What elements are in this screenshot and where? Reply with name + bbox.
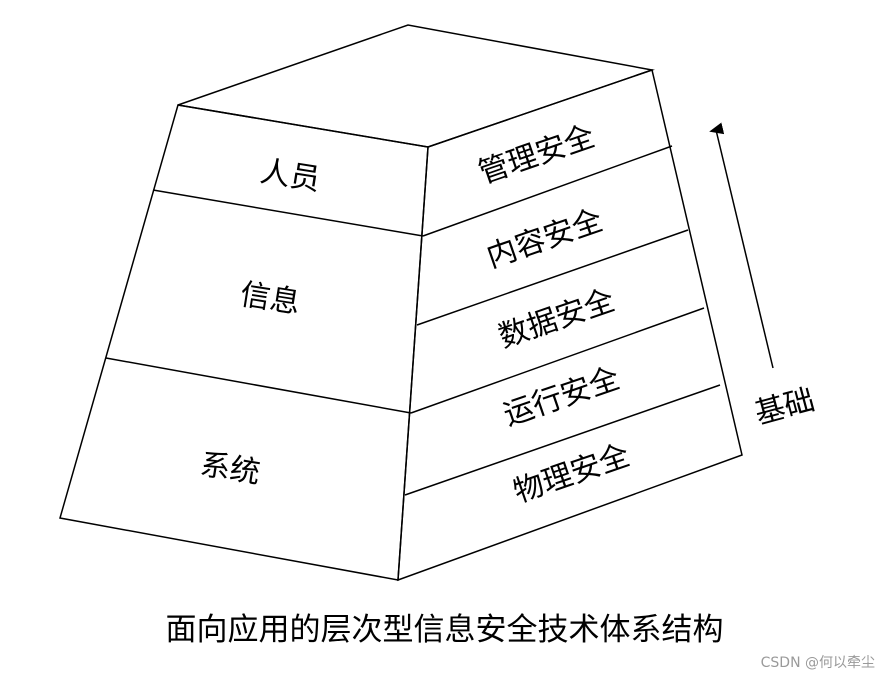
left-divider-2 bbox=[105, 357, 412, 414]
layer-label-information: 信息 bbox=[238, 277, 303, 321]
layer-label-physical-security: 物理安全 bbox=[509, 438, 634, 510]
figure-caption: 面向应用的层次型信息安全技术体系结构 bbox=[165, 612, 724, 648]
left-face-labels: 人员 信息 系统 bbox=[198, 154, 323, 491]
right-face-dividers bbox=[404, 145, 721, 496]
arrow-label-foundation: 基础 bbox=[751, 382, 818, 431]
right-divider-3 bbox=[410, 307, 705, 414]
left-face bbox=[59, 104, 429, 581]
right-divider-2 bbox=[416, 229, 689, 326]
layer-label-system: 系统 bbox=[198, 447, 263, 491]
layer-label-data-security: 数据安全 bbox=[494, 283, 619, 355]
layer-label-operation-security: 运行安全 bbox=[499, 361, 624, 433]
left-face-dividers bbox=[105, 189, 424, 414]
right-divider-1 bbox=[422, 145, 673, 237]
right-face bbox=[397, 69, 743, 582]
layer-label-personnel: 人员 bbox=[258, 154, 323, 198]
right-face-labels: 管理安全 内容安全 数据安全 运行安全 物理安全 bbox=[474, 119, 634, 510]
foundation-arrow bbox=[709, 122, 774, 369]
watermark: CSDN @何以牵尘 bbox=[760, 655, 875, 671]
frustum-outline bbox=[59, 24, 743, 582]
layer-label-management-security: 管理安全 bbox=[474, 119, 599, 191]
right-divider-4 bbox=[404, 384, 721, 496]
left-divider-1 bbox=[152, 189, 424, 237]
